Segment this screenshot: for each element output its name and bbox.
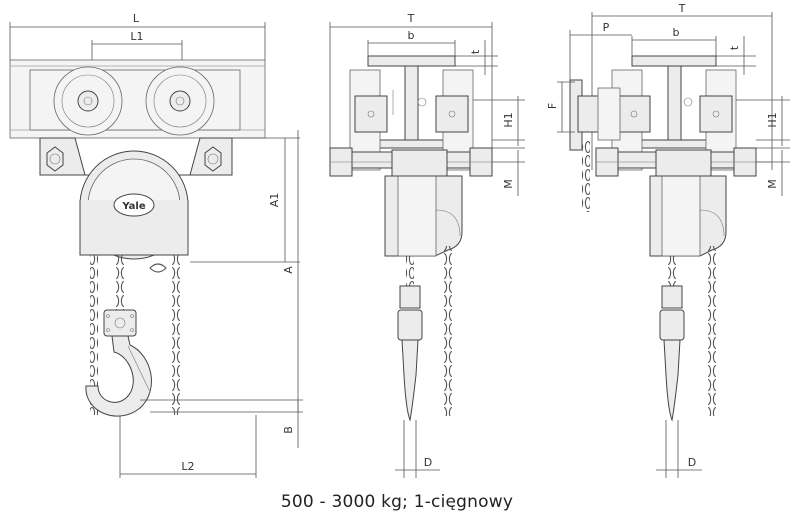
dimension-B: B — [140, 399, 303, 448]
dimension-H1-2: H1 — [736, 96, 790, 146]
dimension-M-1: M — [492, 147, 525, 196]
label-L2: L2 — [181, 460, 194, 473]
figure-caption: 500 - 3000 kg; 1-cięgnowy — [280, 492, 514, 512]
label-A: A — [282, 266, 295, 274]
label-D-2: D — [688, 456, 696, 469]
load-chain-side-2 — [668, 256, 676, 286]
label-M-1: M — [502, 179, 515, 189]
yale-logo-badge — [113, 193, 155, 217]
i-beam-2 — [631, 55, 717, 149]
label-b-1: b — [408, 29, 415, 42]
dimension-T-2: T — [591, 2, 773, 170]
hook-side-2 — [659, 285, 685, 422]
hand-chain-side-1 — [444, 246, 452, 416]
hand-chain-left — [90, 255, 98, 415]
dimension-L1: L1 — [91, 30, 183, 60]
label-T-1: T — [407, 12, 415, 25]
label-A1: A1 — [268, 193, 281, 208]
dimension-T-1: T — [329, 12, 493, 170]
hand-chain-side-2 — [708, 246, 716, 416]
label-H1-2: H1 — [766, 112, 779, 127]
dimension-H1-1: H1 — [473, 96, 525, 146]
brand-text: Yale — [121, 201, 145, 212]
hoist-body-side-1 — [384, 149, 463, 257]
dimension-D-2: D — [656, 420, 702, 478]
hoist-body: Yale — [79, 150, 189, 260]
nut-left — [46, 146, 64, 172]
label-b-2: b — [673, 26, 680, 39]
dimension-A1: A1 — [190, 137, 300, 263]
dimension-M-2: M — [756, 147, 790, 196]
label-H1-1: H1 — [502, 112, 515, 127]
hook-side-1 — [397, 285, 423, 422]
label-L1: L1 — [130, 30, 143, 43]
trolley-wheel-right — [145, 66, 215, 136]
nut-right — [204, 146, 222, 172]
label-D-1: D — [424, 456, 432, 469]
hand-chain-right — [172, 255, 180, 415]
dimension-F-2: F — [546, 81, 575, 133]
hand-chain-drive-2 — [582, 140, 590, 212]
dimension-t-2: t — [716, 36, 756, 75]
load-chain — [116, 255, 124, 315]
trolley-wheel-left — [53, 66, 123, 136]
label-B: B — [282, 426, 295, 434]
label-P-2: P — [603, 21, 610, 34]
load-hook — [85, 335, 152, 417]
dimension-t-1: t — [455, 40, 498, 75]
side-view-1: T b t — [329, 12, 525, 478]
label-t-1: t — [469, 49, 482, 54]
hoist-body-side-2 — [649, 149, 727, 257]
label-M-2: M — [766, 179, 779, 189]
dimension-L: L — [9, 12, 266, 60]
load-chain-side-1 — [406, 256, 414, 286]
dimension-D-1: D — [395, 420, 440, 478]
label-t-2: t — [728, 45, 741, 50]
dimension-A: A — [150, 130, 303, 413]
label-F-2: F — [546, 103, 559, 109]
front-view: L L1 — [9, 12, 303, 478]
drive-gear-2 — [569, 79, 621, 151]
side-view-2: T P b t — [546, 2, 790, 478]
label-T-2: T — [678, 2, 686, 15]
label-L: L — [133, 12, 140, 25]
hook-block — [103, 309, 137, 337]
dimension-L2: L2 — [119, 415, 257, 478]
